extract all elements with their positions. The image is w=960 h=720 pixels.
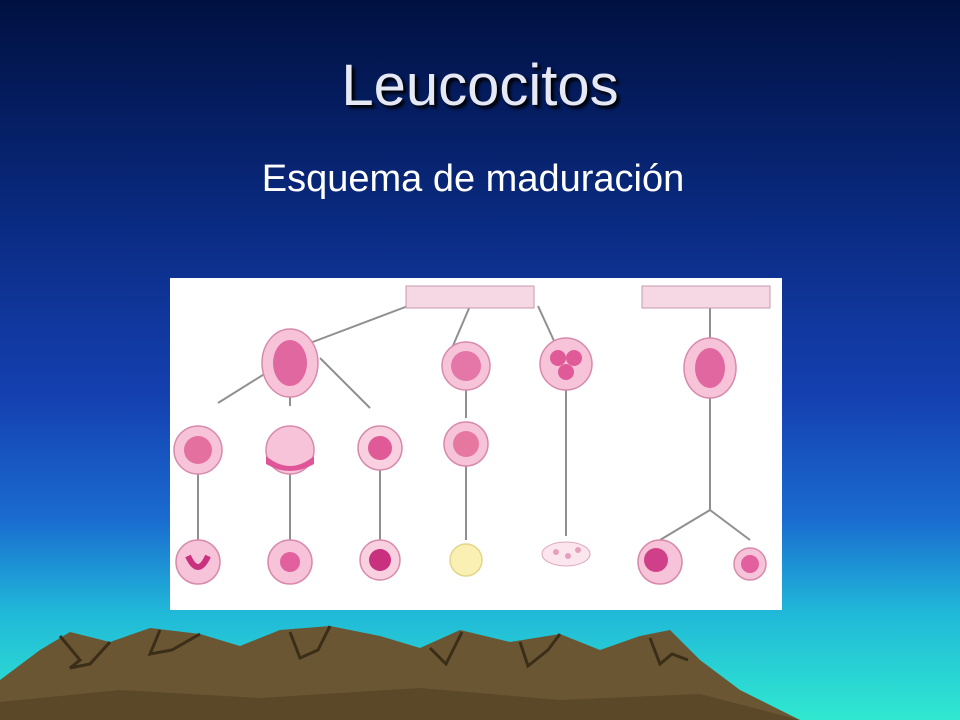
diagram-svg [173, 285, 771, 585]
cell-myeloblast [261, 328, 319, 398]
cell-monocyte [449, 543, 483, 577]
cell-eosinophil [175, 539, 221, 585]
mountains-decoration [0, 625, 800, 720]
slide-subtitle: Esquema de maduración [261, 158, 685, 200]
cell-b-lymphocyte [637, 539, 683, 585]
cell-monocyte-precursor [443, 421, 489, 467]
cell-monoblast [441, 341, 491, 391]
cell-platelets [541, 541, 591, 567]
cell-neutrophilic-myelocyte [265, 425, 315, 475]
header-box-myeloid [405, 285, 535, 309]
header-box-lymphoid [641, 285, 771, 309]
cell-lymphoblast [683, 337, 737, 399]
cell-neutrophil [267, 539, 313, 585]
slide-title: Leucocitos [341, 53, 619, 118]
leukocyte-maturation-diagram [170, 278, 782, 610]
cell-megakaryoblast [539, 337, 593, 391]
cell-basophil [359, 539, 401, 581]
cell-eosinophilic-myelocyte [173, 425, 223, 475]
cell-basophilic-myelocyte [357, 425, 403, 471]
cell-t-lymphocyte [733, 547, 767, 581]
